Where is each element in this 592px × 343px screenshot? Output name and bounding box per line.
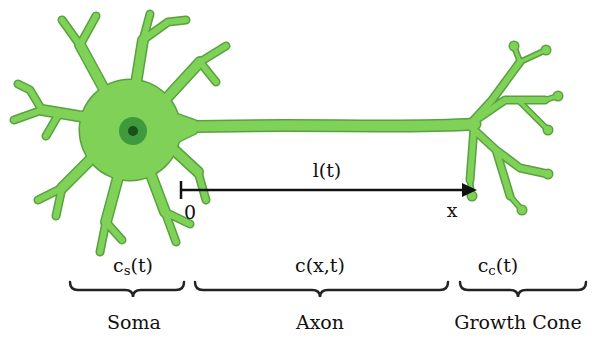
dendrite-outline	[42, 40, 200, 222]
terminal-bulb	[518, 206, 526, 214]
label-holder: Soma	[107, 312, 161, 333]
arrow-shaft	[181, 189, 466, 192]
terminal-bulb	[544, 126, 552, 134]
part-name: Axon	[296, 312, 344, 333]
argument: (t)	[496, 254, 518, 276]
nucleolus	[128, 126, 138, 136]
part-name: Soma	[107, 312, 161, 333]
axon-outline	[180, 124, 475, 127]
terminal-bulb	[509, 41, 520, 52]
label-holder: l(t)	[313, 160, 342, 181]
brackets	[70, 282, 586, 297]
symbol: c	[113, 254, 124, 276]
nucleus	[119, 117, 147, 145]
concentration-label: cc(t)	[478, 255, 519, 276]
label-holder: x	[447, 200, 458, 221]
axis-origin: 0	[184, 202, 196, 223]
argument: (t)	[131, 254, 153, 276]
length-label: l(t)	[313, 160, 342, 181]
neuron-fill	[14, 14, 562, 252]
neuron-outline	[14, 14, 564, 252]
concentration-label: cs(t)	[113, 255, 153, 276]
curly-brace	[195, 282, 448, 297]
terminal-bulb	[544, 170, 552, 178]
axon-shape	[180, 124, 475, 127]
label-holder: Growth Cone	[454, 312, 581, 333]
concentration-label: c(x,t)	[295, 255, 345, 276]
axis-position: x	[447, 200, 458, 221]
subscript: s	[124, 263, 131, 278]
symbol: c	[478, 254, 489, 276]
terminal-bulb	[553, 91, 564, 102]
terminal-bulb	[542, 46, 550, 54]
arrow-head	[462, 183, 477, 197]
part-name: Growth Cone	[454, 312, 581, 333]
label-holder: c(x,t)	[295, 255, 345, 276]
curly-brace	[460, 282, 586, 297]
curly-brace	[70, 282, 184, 297]
label-holder: cs(t)	[113, 255, 153, 276]
dendrite	[14, 14, 548, 252]
length-arrow	[181, 181, 477, 199]
soma-body	[80, 80, 180, 180]
dendrite	[42, 40, 200, 222]
terminal-bulb	[541, 45, 552, 56]
label-holder: Axon	[296, 312, 344, 333]
dendrite	[470, 46, 558, 210]
terminal-bulb	[510, 42, 518, 50]
label-holder: 0	[184, 202, 196, 223]
subscript: c	[488, 263, 495, 278]
dendrite-outline	[14, 14, 548, 252]
origin-tick	[180, 181, 183, 199]
terminal-bulb	[554, 92, 562, 100]
label-holder: cc(t)	[478, 255, 519, 276]
